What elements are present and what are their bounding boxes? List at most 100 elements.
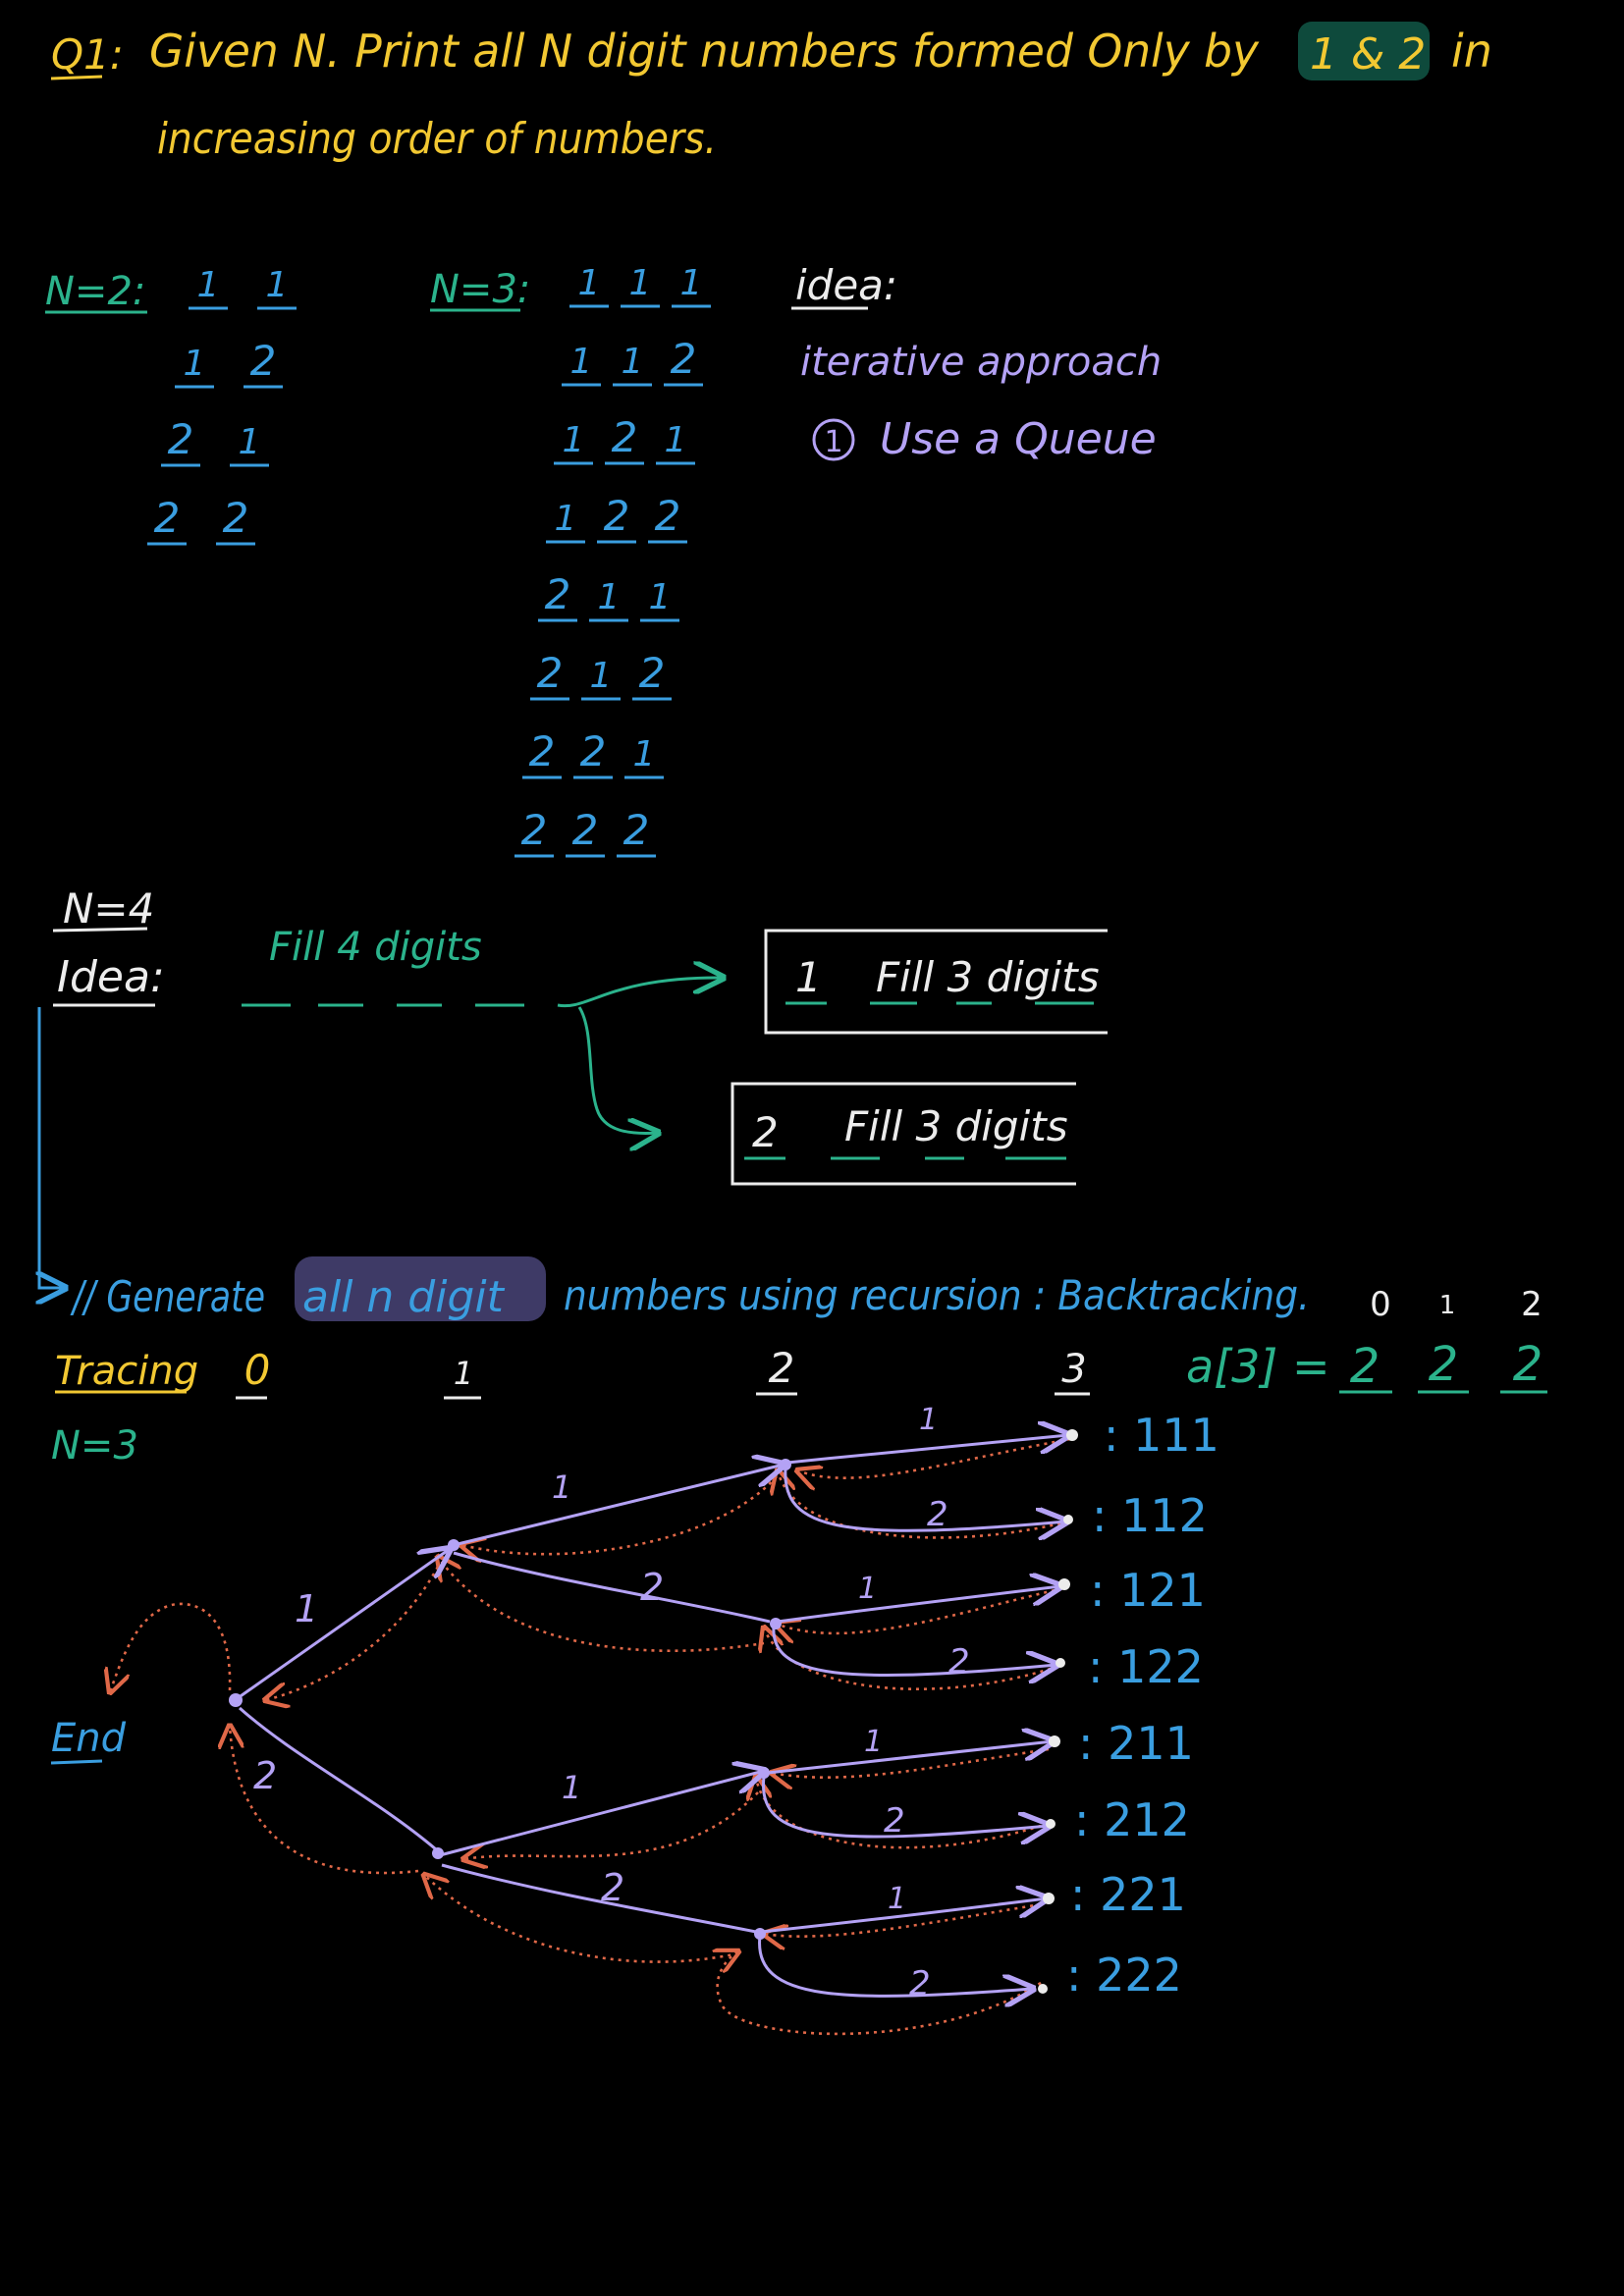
edge-ba-2 (761, 1776, 1049, 1837)
question-block: Q1: Given N. Print all N digit numbers f… (50, 22, 1492, 164)
n2-digit: 2 (168, 415, 194, 463)
question-highlight-text: 1 & 2 (1310, 29, 1426, 80)
n3-digit: 2 (572, 806, 599, 854)
output-222: : 222 (1066, 1949, 1182, 2002)
node-a (448, 1539, 460, 1551)
edge-labels: 1 2 1 2 1 2 1 2 1 2 1 2 1 2 (253, 1403, 970, 2003)
n2-label: N=2: (45, 269, 145, 314)
tree-nodes (229, 1459, 791, 1940)
box-fill-1: 1 Fill 3 digits (764, 929, 1108, 1035)
array-label: a[3] = (1186, 1340, 1330, 1393)
idea-bullet-number: 1 (824, 425, 842, 459)
question-label-underline (50, 75, 103, 80)
highlight-all-n-digit (295, 1256, 546, 1321)
node-aa (780, 1459, 791, 1470)
n2-digit: 2 (154, 494, 181, 542)
n2-digit: 1 (197, 265, 220, 305)
output-211: : 211 (1078, 1717, 1194, 1770)
edge-a-2 (453, 1551, 771, 1624)
n3-digit: 1 (665, 420, 687, 460)
label-ab-2: 2 (948, 1642, 970, 1682)
question-in-word: in (1451, 25, 1492, 78)
n4-idea: N=4 Idea: Fill 4 digits 1 Fill 3 digits (52, 884, 1108, 1186)
n3-digit: 2 (639, 649, 666, 697)
edge-root-1 (237, 1549, 450, 1700)
output-121: : 121 (1090, 1564, 1206, 1617)
array-value-2: 2 (1513, 1337, 1543, 1392)
node-root (229, 1693, 243, 1707)
fill-4-digits: Fill 4 digits (269, 925, 482, 970)
label-aa-1: 1 (919, 1403, 938, 1437)
highlight-1-and-2 (1298, 22, 1430, 80)
generate-prefix: // Generate (70, 1272, 265, 1322)
bullet-circle (812, 418, 855, 461)
n3-label: N=3: (430, 267, 530, 312)
forward-edges (237, 1435, 1068, 1996)
branch-arrow-2 (577, 1006, 658, 1133)
node-ba (758, 1767, 770, 1779)
recursion-tree: 1 2 1 2 1 2 1 2 1 2 1 2 1 2 : 111 : 112 … (50, 1403, 1219, 2036)
n3-digit: 2 (580, 727, 607, 775)
level-3: 3 (1061, 1347, 1086, 1392)
label-aa-2: 2 (927, 1495, 948, 1534)
label-b-1: 1 (562, 1769, 581, 1806)
box2-text: Fill 3 digits (844, 1102, 1068, 1150)
branch-arrow-1 (557, 978, 723, 1008)
array-value-1: 2 (1429, 1337, 1459, 1392)
n3-digit: 2 (521, 806, 548, 854)
label-bb-1: 1 (888, 1882, 906, 1916)
array-index-1: 1 (1439, 1291, 1456, 1320)
n3-digit: 1 (598, 577, 621, 617)
n3-digit: 1 (590, 656, 613, 696)
n4-idea-label: Idea: (57, 952, 165, 1002)
level-1: 1 (454, 1355, 473, 1392)
n3-digit: 2 (655, 492, 681, 540)
n3-digit: 1 (555, 499, 577, 539)
box1-digit: 1 (795, 953, 822, 1001)
array-display: 0 1 2 a[3] = 2 2 2 (1186, 1285, 1547, 1394)
edge-bb-1 (761, 1898, 1047, 1934)
n3-digit: 1 (680, 263, 703, 303)
label-ba-1: 1 (864, 1725, 883, 1759)
edge-aa-1 (786, 1435, 1068, 1465)
label-a-2: 2 (640, 1566, 664, 1609)
n3-digit: 2 (545, 570, 571, 618)
idea-to-generate-arrow (39, 1007, 65, 1288)
idea-line-2: Use a Queue (880, 414, 1157, 464)
n3-digit: 2 (671, 335, 697, 383)
array-index-2: 2 (1521, 1285, 1543, 1324)
n3-digit: 1 (622, 342, 644, 382)
level-0: 0 (244, 1346, 271, 1394)
array-index-0: 0 (1370, 1285, 1391, 1324)
tracing-title: Tracing (55, 1349, 198, 1394)
end-label: End (51, 1716, 127, 1761)
n3-digit: 2 (604, 492, 630, 540)
n3-digit: 1 (649, 577, 672, 617)
idea-line-1: iterative approach (800, 340, 1162, 385)
output-122: : 122 (1088, 1640, 1204, 1693)
tracing-header: Tracing N=3 0 1 2 3 (51, 1344, 1090, 1468)
edge-b-1 (439, 1771, 764, 1857)
output-221: : 221 (1070, 1868, 1186, 1921)
question-line-2: increasing order of numbers. (157, 114, 717, 164)
n4-label-underline (52, 927, 148, 933)
box1-text: Fill 3 digits (876, 953, 1100, 1001)
n3-digit: 1 (633, 734, 656, 774)
edge-ba-1 (767, 1741, 1053, 1775)
edge-aa-2 (784, 1468, 1066, 1530)
edge-bb-2 (758, 1935, 1033, 1996)
edge-ab-2 (772, 1625, 1056, 1676)
n3-digit: 1 (578, 263, 601, 303)
node-ab (770, 1618, 782, 1629)
n3-digit: 2 (537, 649, 564, 697)
